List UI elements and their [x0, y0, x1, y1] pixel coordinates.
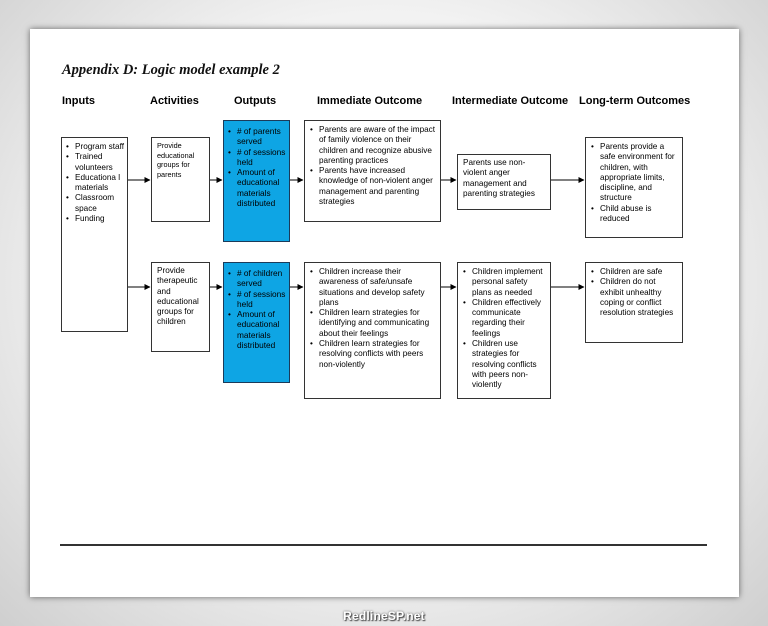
header-activities: Activities: [150, 95, 199, 107]
activity-text: Provide therapeutic and educational grou…: [157, 266, 199, 327]
header-longterm-outcomes: Long-term Outcomes: [579, 95, 691, 107]
input-item: Program staff: [64, 142, 125, 153]
longterm-item: Child abuse is reduced: [589, 204, 679, 225]
activity-box-parents: Provide educational groups for parents: [151, 137, 210, 222]
footer-divider: [60, 544, 707, 546]
intermediate-box-children: Children implement personal safety plans…: [457, 262, 551, 399]
intermediate-item: Children use strategies for resolving co…: [461, 339, 547, 390]
output-item: # of parents served: [226, 126, 287, 147]
activity-text: Provide educational groups for parents: [157, 141, 195, 179]
intermediate-item: Children effectively communicate regardi…: [461, 298, 547, 339]
longterm-item: Children do not exhibit unhealthy coping…: [589, 277, 679, 318]
intermediate-text: Parents use non-violent anger management…: [463, 158, 535, 198]
immediate-box-children: Children increase their awareness of saf…: [304, 262, 441, 399]
page-title: Appendix D: Logic model example 2: [62, 62, 280, 78]
output-item: Amount of educational materials distribu…: [226, 309, 287, 350]
activity-box-children: Provide therapeutic and educational grou…: [151, 262, 210, 352]
output-item: # of children served: [226, 268, 287, 289]
watermark-text: RedlineSP.net: [343, 609, 425, 623]
outputs-box-parents: # of parents served # of sessions held A…: [223, 120, 290, 242]
header-immediate-outcome: Immediate Outcome: [317, 95, 423, 107]
input-item: Trained volunteers: [64, 152, 125, 173]
header-intermediate-outcome: Intermediate Outcome: [452, 95, 569, 107]
immediate-item: Children learn strategies for resolving …: [308, 339, 437, 370]
longterm-box-parents: Parents provide a safe environment for c…: [585, 137, 683, 238]
immediate-box-parents: Parents are aware of the impact of famil…: [304, 120, 441, 222]
header-inputs: Inputs: [62, 95, 95, 107]
output-item: Amount of educational materials distribu…: [226, 167, 287, 208]
immediate-item: Parents have increased knowledge of non-…: [308, 166, 437, 207]
longterm-item: Parents provide a safe environment for c…: [589, 142, 679, 204]
intermediate-box-parents: Parents use non-violent anger management…: [457, 154, 551, 210]
input-item: Classroom space: [64, 193, 125, 214]
outputs-box-children: # of children served # of sessions held …: [223, 262, 290, 383]
input-item: Educationa l materials: [64, 173, 125, 194]
intermediate-item: Children implement personal safety plans…: [461, 267, 547, 298]
longterm-box-children: Children are safe Children do not exhibi…: [585, 262, 683, 343]
longterm-item: Children are safe: [589, 267, 679, 278]
document-page: Appendix D: Logic model example 2 Inputs…: [30, 29, 739, 597]
input-item: Funding: [64, 214, 125, 225]
output-item: # of sessions held: [226, 147, 287, 168]
inputs-box: Program staff Trained volunteers Educati…: [61, 137, 128, 332]
output-item: # of sessions held: [226, 289, 287, 310]
immediate-item: Children learn strategies for identifyin…: [308, 308, 437, 339]
immediate-item: Children increase their awareness of saf…: [308, 267, 437, 308]
header-outputs: Outputs: [234, 95, 277, 107]
immediate-item: Parents are aware of the impact of famil…: [308, 125, 437, 166]
